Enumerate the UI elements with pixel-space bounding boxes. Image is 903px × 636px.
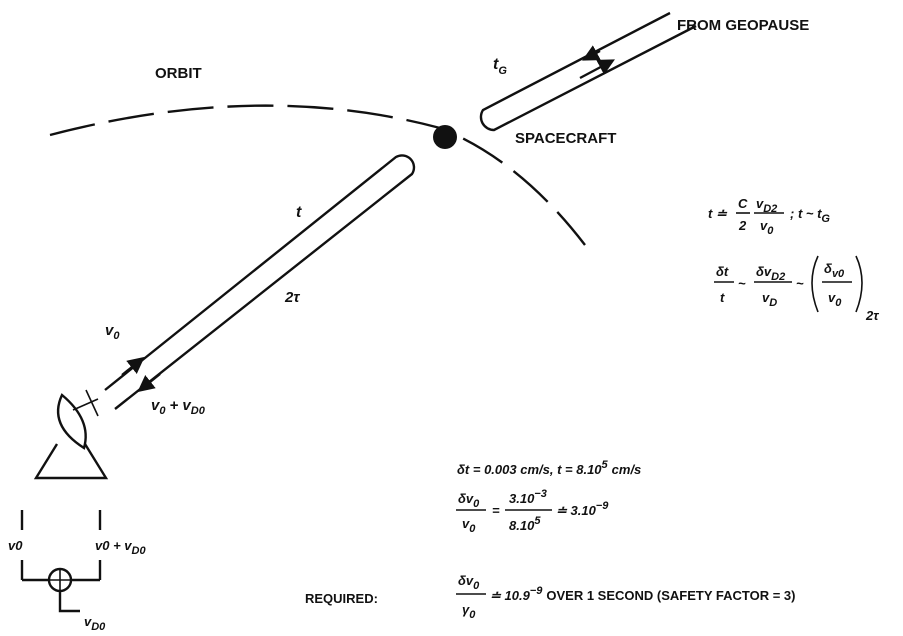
geopause-signal-loop [479, 11, 697, 132]
svg-text:γ0: γ0 [462, 602, 476, 621]
downlink-arrow [137, 373, 161, 393]
downlink-velocity-label: v0+ vD0 [151, 397, 206, 417]
mixer-input-left-label: v0 [8, 538, 23, 553]
uplink-arrow [121, 356, 145, 376]
svg-text:δvD2: δvD2 [756, 264, 785, 283]
svg-text:vD2: vD2 [756, 196, 777, 215]
svg-text:δv0: δv0 [824, 261, 845, 280]
equation-frequency-stability: δv0 v0 = 3.10−3 8.105 ≐ 3.10−9 [456, 488, 609, 535]
svg-text:vD: vD [762, 290, 777, 309]
svg-text:≐ 3.10−9: ≐ 3.10−9 [556, 500, 609, 518]
svg-text:δv0: δv0 [458, 573, 480, 592]
two-tau-label: 2τ [284, 289, 300, 306]
orbit-label: ORBIT [155, 65, 202, 82]
svg-text:t ≐: t ≐ [708, 206, 728, 221]
from-geopause-label: FROM GEOPAUSE [677, 17, 809, 34]
geopause-outgoing-arrow [579, 59, 615, 80]
svg-text:~: ~ [796, 276, 804, 291]
svg-text:3.10−3: 3.10−3 [509, 488, 547, 506]
svg-text:REQUIRED:: REQUIRED: [305, 591, 378, 606]
spacecraft-body [433, 125, 457, 149]
geopause-time-label: tG [493, 56, 507, 77]
geopause-incoming-arrow [582, 45, 601, 61]
uplink-velocity-label: v0 [105, 322, 120, 342]
svg-text:8.105: 8.105 [509, 515, 541, 533]
svg-text:t: t [720, 290, 725, 305]
svg-text:v0: v0 [760, 218, 774, 237]
equation-round-trip-time: t ≐ C 2 vD2 v0 ; t ~ tG [708, 196, 830, 237]
svg-text:v0: v0 [462, 516, 476, 535]
svg-text:v0: v0 [828, 290, 842, 309]
svg-text:δt: δt [716, 264, 729, 279]
ground-antenna-icon [33, 389, 109, 480]
orbit-arc [49, 104, 586, 246]
round-trip-time-label: t [296, 204, 302, 221]
svg-text:δv0: δv0 [458, 491, 480, 510]
equation-fractional-error: δt t ~ δvD2 vD ~ δv0 v0 2τ [714, 255, 879, 323]
mixer-schematic [20, 510, 102, 613]
svg-text:2τ: 2τ [865, 308, 879, 323]
svg-text:~: ~ [738, 276, 746, 291]
mixer-output-label: vD0 [84, 614, 106, 633]
mixer-input-right-label: v0 + vD0 [95, 538, 146, 557]
uplink-downlink-loop [104, 154, 416, 410]
svg-text:=: = [492, 503, 500, 518]
svg-text:C: C [738, 196, 748, 211]
spacecraft-label: SPACECRAFT [515, 130, 616, 147]
svg-text:; t ~ tG: ; t ~ tG [790, 206, 830, 225]
svg-text:2: 2 [738, 218, 747, 233]
